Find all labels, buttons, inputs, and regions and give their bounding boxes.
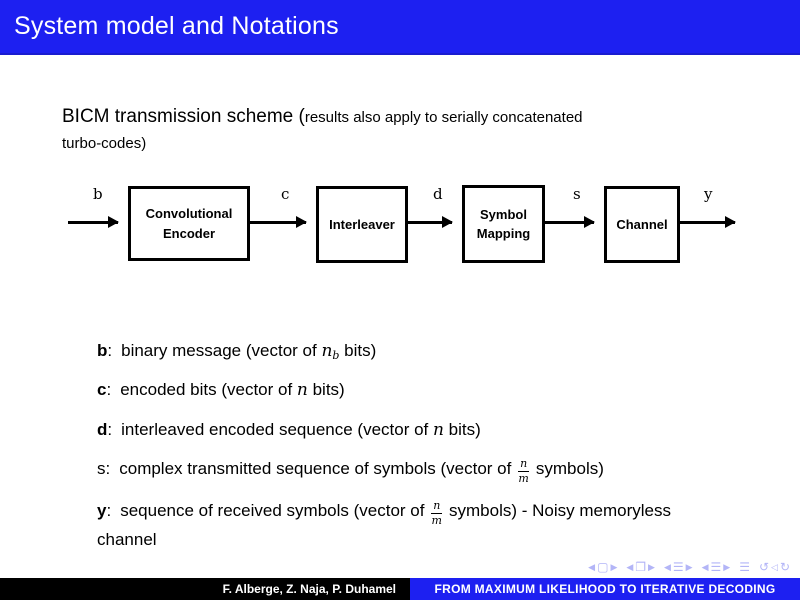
definition-text: encoded bits (vector of	[120, 380, 297, 400]
notation-definitions: b:binary message (vector of nb bits) c:e…	[97, 338, 725, 567]
nav-next-slide-icon[interactable]: ▶	[610, 561, 618, 572]
nav-appendix-icon[interactable]: ☰	[739, 560, 750, 574]
definition-symbol: b	[97, 341, 108, 360]
signal-label-y: y	[704, 185, 713, 203]
definition-text: complex transmitted sequence of symbols …	[119, 459, 517, 479]
definition-text: interleaved encoded sequence (vector of	[121, 419, 433, 439]
signal-arrow-s	[545, 216, 595, 228]
nav-slide-group: ◀ ▢ ▶	[588, 561, 617, 573]
nav-prev-section-icon[interactable]: ◀	[701, 561, 709, 572]
nav-section-group: ◀ ☰ ▶	[702, 561, 731, 573]
slide-title-bar: System model and Notations	[0, 0, 800, 55]
footer-bar: F. Alberge, Z. Naja, P. Duhamel FROM MAX…	[0, 578, 800, 600]
definition-text: bits)	[443, 419, 481, 439]
nav-section-icon[interactable]: ☰	[710, 560, 722, 574]
definition-colon: :	[107, 341, 113, 360]
definition-symbol: y	[97, 501, 107, 521]
block-interleaver: Interleaver	[316, 186, 408, 263]
nav-prev-slide-icon[interactable]: ◀	[588, 561, 596, 572]
definition-d: d: interleaved encoded sequence (vector o…	[97, 417, 725, 443]
definition-text: bits)	[339, 341, 377, 360]
intro-small-2: turbo-codes)	[62, 134, 147, 152]
nav-prev-subsection-icon[interactable]: ◀	[663, 561, 671, 572]
intro-main: BICM transmission scheme (	[62, 106, 305, 127]
fraction-numerator: n	[518, 457, 530, 473]
definition-symbol: c	[97, 380, 107, 400]
beamer-navigation-bar: ◀ ▢ ▶ ◀ ❐ ▶ ◀ ☰ ▶ ◀ ☰ ▶ ☰ ↺ ◁ ↻	[588, 561, 790, 573]
block-convolutional-encoder: Convolutional Encoder	[128, 186, 250, 261]
nav-next-subsection-icon[interactable]: ▶	[685, 561, 693, 572]
definition-symbol: s	[97, 459, 106, 479]
block-label: Encoder	[162, 225, 215, 241]
nav-back-icon[interactable]: ↺	[758, 560, 770, 574]
signal-arrow-y	[680, 216, 736, 228]
definition-text: bits)	[307, 380, 345, 400]
math-var-n: n	[433, 419, 444, 440]
nav-next-frame-icon[interactable]: ▶	[648, 561, 655, 572]
math-var-n: n	[296, 380, 308, 401]
intro-text: BICM transmission scheme (results also a…	[62, 104, 702, 155]
definition-s: s: complex transmitted sequence of symbol…	[97, 456, 725, 485]
fraction-numerator: n	[431, 499, 443, 515]
nav-find-icon[interactable]: ◁	[771, 561, 778, 572]
definition-text: symbols)	[531, 459, 604, 479]
signal-label-b: b	[93, 185, 103, 203]
definition-y: y: sequence of received symbols (vector o…	[97, 498, 725, 553]
signal-label-d: d	[433, 185, 443, 203]
nav-prev-frame-icon[interactable]: ◀	[626, 561, 634, 572]
definition-symbol: d	[97, 419, 108, 439]
bicm-block-diagram: b c d s y Convolutional Encoder Interlea…	[60, 175, 760, 275]
nav-subsection-icon[interactable]: ☰	[672, 560, 684, 574]
definition-b: b:binary message (vector of nb bits)	[97, 338, 725, 364]
signal-arrow-d	[408, 216, 453, 228]
fraction-denominator: m	[518, 472, 529, 486]
math-var-n: n	[321, 341, 333, 361]
nav-slide-icon[interactable]: ▢	[597, 560, 609, 574]
nav-subsection-group: ◀ ☰ ▶	[664, 561, 693, 573]
signal-label-c: c	[281, 185, 290, 203]
intro-small-1: results also apply to serially concatena…	[304, 109, 583, 126]
signal-arrow-b	[68, 216, 119, 228]
definition-colon: :	[105, 459, 111, 479]
block-channel: Channel	[604, 186, 680, 263]
slide-title: System model and Notations	[14, 12, 339, 40]
definition-text: sequence of received symbols (vector of	[120, 501, 430, 521]
definition-colon: :	[106, 380, 112, 400]
definition-text: binary message (vector of	[121, 341, 322, 360]
block-label: Symbol	[480, 206, 527, 222]
nav-frame-group: ◀ ❐ ▶	[626, 561, 655, 573]
signal-arrow-c	[250, 216, 307, 228]
nav-next-section-icon[interactable]: ▶	[723, 561, 731, 572]
nav-history-group: ↺ ◁ ↻	[759, 561, 790, 573]
block-label: Channel	[616, 216, 668, 232]
definition-text: symbols) - Noisy memoryless channel	[97, 501, 671, 550]
nav-frame-icon[interactable]: ❐	[635, 560, 647, 574]
nav-forward-icon[interactable]: ↻	[779, 560, 790, 574]
block-symbol-mapping: Symbol Mapping	[462, 185, 545, 263]
footer-short-title: FROM MAXIMUM LIKELIHOOD TO ITERATIVE DEC…	[410, 578, 800, 600]
footer-authors: F. Alberge, Z. Naja, P. Duhamel	[0, 578, 410, 600]
nav-appendix-group: ☰	[739, 561, 750, 573]
fraction-denominator: m	[431, 514, 442, 528]
signal-label-s: s	[573, 185, 581, 203]
block-label: Convolutional	[145, 206, 233, 221]
block-label: Mapping	[476, 226, 531, 241]
definition-colon: :	[107, 419, 113, 439]
definition-colon: :	[106, 501, 112, 521]
definition-c: c: encoded bits (vector of n bits)	[97, 377, 725, 403]
math-subscript-b: b	[332, 349, 340, 362]
block-label: Interleaver	[329, 216, 395, 232]
